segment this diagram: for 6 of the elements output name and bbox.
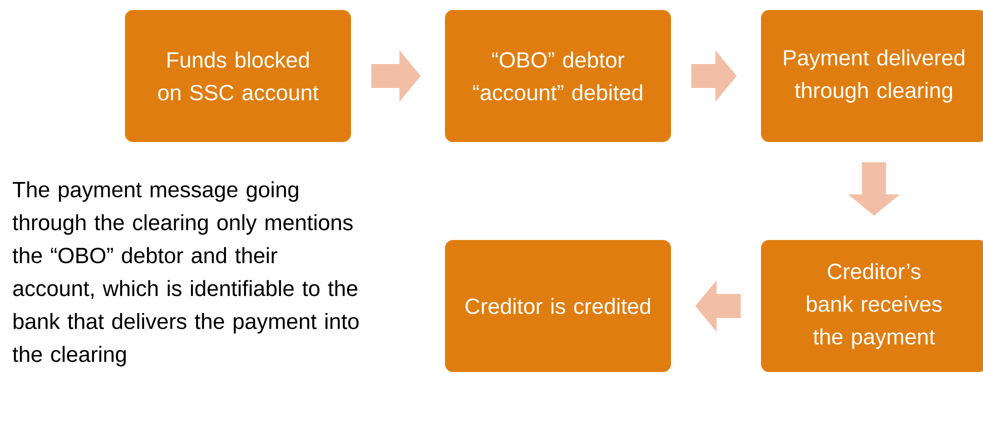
note-text: The payment message going through the clearing only mentions the “OBO” debtor and their account, which is identifiable to the bank that delivers the payment into the clearing [12,181,359,366]
process-box: Creditor is credited [445,240,671,372]
process-box: Payment delivered through clearing [761,10,983,142]
process-box: Creditor’s bank receives the payment [761,240,983,372]
process-box: Funds blocked on SSC account [125,10,351,142]
process-box: “OBO” debtor “account” debited [445,10,671,142]
